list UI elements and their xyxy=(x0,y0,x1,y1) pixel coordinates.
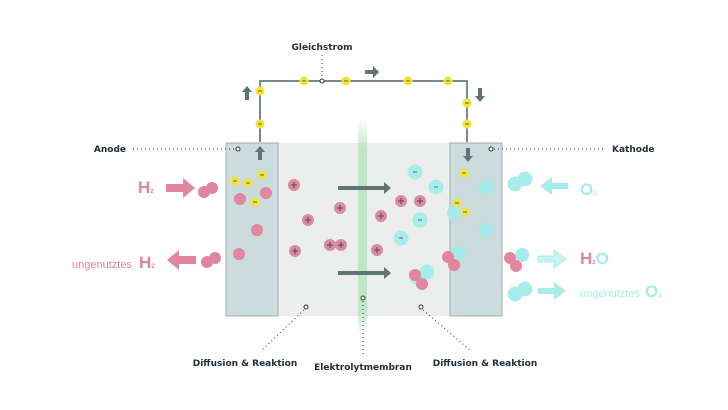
o2-out-arrow-icon xyxy=(538,282,566,300)
circuit-wire xyxy=(259,80,468,142)
o2-out-prefix: ungenutztes xyxy=(580,288,640,300)
h2o-out-arrow-icon xyxy=(537,249,567,269)
ion-flow-arrows xyxy=(338,182,391,279)
diffusion-left-label: Diffusion & Reaktion xyxy=(193,359,297,369)
h2o-label: H2O xyxy=(580,249,609,268)
anode-particles xyxy=(230,170,272,260)
arrow-up-icon xyxy=(242,86,252,100)
current-label: Gleichstrom xyxy=(291,43,352,53)
h2-molecule xyxy=(198,182,218,198)
o2-in-arrow-icon xyxy=(540,177,568,195)
o2-molecule xyxy=(507,281,533,302)
arrow-right-icon xyxy=(365,66,379,78)
electrolyte-membrane xyxy=(358,118,367,333)
h2-in-arrow-icon xyxy=(166,178,195,198)
h2-out-arrow-icon xyxy=(167,250,196,270)
h2-out-prefix: ungenutztes xyxy=(72,259,132,271)
anode-label: Anode xyxy=(94,145,126,155)
o2-out-label: O2 xyxy=(645,282,662,301)
cathode-particles xyxy=(442,168,494,271)
diffusion-right-label: Diffusion & Reaktion xyxy=(433,359,537,369)
current-arrows xyxy=(242,66,485,102)
water-molecule xyxy=(504,248,529,272)
cathode-label: Kathode xyxy=(612,145,655,155)
h2-in-label: H2 xyxy=(138,178,154,197)
membrane-label: Elektrolytmembran xyxy=(314,363,412,373)
o2-molecule xyxy=(507,171,533,192)
current-marker xyxy=(319,78,325,84)
h2-out-label: H2 xyxy=(139,253,155,272)
water-forming xyxy=(409,269,428,290)
arrow-down-icon xyxy=(463,148,473,162)
h2-molecule xyxy=(201,252,221,268)
o2-in-label: O2 xyxy=(580,180,597,199)
cathode-electrode xyxy=(449,142,503,317)
arrow-up-icon xyxy=(255,146,265,160)
arrow-down-icon xyxy=(475,88,485,102)
